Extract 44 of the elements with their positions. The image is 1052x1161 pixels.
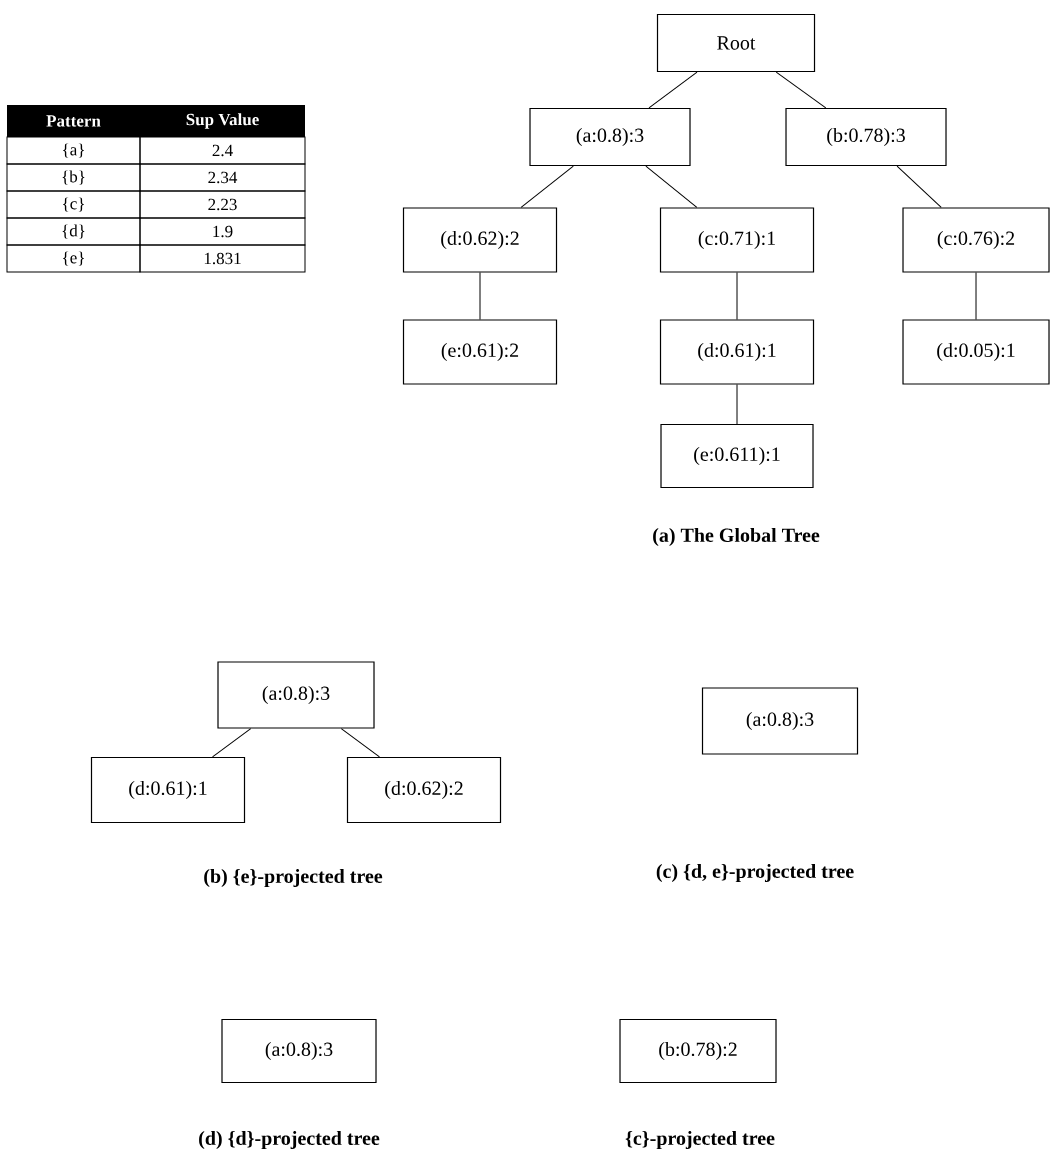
tree-node-box: (b:0.78):3	[785, 107, 947, 167]
tree-node-box: (c:0.76):2	[902, 207, 1050, 273]
tree-node-box: Root	[656, 13, 816, 73]
tree-node-box: (d:0.62):2	[402, 207, 558, 273]
figure-caption: (d) {d}-projected tree	[199, 1130, 380, 1150]
table-cell: 2.4	[139, 136, 306, 165]
table-cell: {c}	[6, 190, 141, 219]
tree-node-box: (a:0.8):3	[217, 661, 375, 729]
connector-line	[212, 728, 252, 758]
table-cell: 2.34	[139, 163, 306, 192]
tree-node-box: (a:0.8):3	[221, 1018, 377, 1084]
tree-node-box: (d:0.61):1	[659, 319, 815, 385]
tree-node-box: (d:0.05):1	[902, 319, 1050, 385]
connector-line	[479, 272, 481, 320]
connector-line	[648, 71, 698, 109]
table-cell: 2.23	[139, 190, 306, 219]
connector-line	[736, 384, 738, 425]
table-cell: {e}	[6, 244, 141, 273]
table-header-cell: Pattern	[7, 105, 140, 137]
tree-node-box: (e:0.61):2	[402, 319, 558, 385]
connector-line	[975, 272, 977, 320]
table-cell: 1.9	[139, 217, 306, 246]
figure-caption: {c}-projected tree	[625, 1130, 775, 1150]
figure-caption: (a) The Global Tree	[653, 527, 820, 547]
connector-line	[645, 165, 698, 208]
connector-line	[340, 728, 380, 758]
table-cell: 1.831	[139, 244, 306, 273]
tree-node-box: (e:0.611):1	[660, 423, 814, 489]
table-cell: {b}	[6, 163, 141, 192]
tree-node-box: (c:0.71):1	[659, 207, 815, 273]
connector-line	[896, 165, 942, 208]
figure-caption: (b) {e}-projected tree	[204, 868, 383, 888]
table-header-cell: Sup Value	[140, 105, 305, 137]
tree-node-box: (d:0.62):2	[346, 756, 502, 824]
tree-node-box: (a:0.8):3	[529, 107, 691, 167]
connector-line	[775, 71, 827, 109]
table-cell: {d}	[6, 217, 141, 246]
tree-node-box: (d:0.61):1	[90, 756, 246, 824]
tree-node-box: (b:0.78):2	[619, 1018, 777, 1084]
tree-node-box: (a:0.8):3	[701, 687, 859, 755]
table-cell: {a}	[6, 136, 141, 165]
connector-line	[520, 165, 574, 208]
figure-caption: (c) {d, e}-projected tree	[656, 863, 854, 883]
connector-line	[736, 272, 738, 320]
